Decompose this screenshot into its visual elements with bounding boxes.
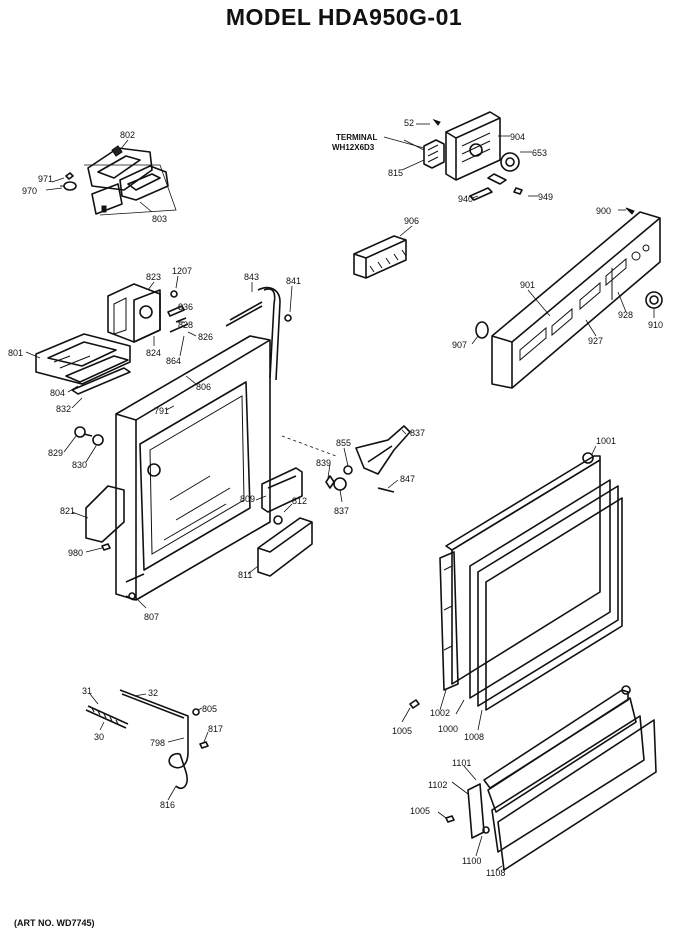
callout-52: 52 <box>404 118 414 128</box>
callout-816: 816 <box>160 800 175 810</box>
callout-1005-lower: 1005 <box>410 806 430 816</box>
callout-31: 31 <box>82 686 92 696</box>
callout-836: 836 <box>178 302 193 312</box>
callout-802: 802 <box>120 130 135 140</box>
handle-bracket-809 <box>261 467 303 525</box>
art-number: (ART NO. WD7745) <box>14 918 95 928</box>
callout-906: 906 <box>404 216 419 226</box>
terminal-block <box>423 139 445 169</box>
callout-804: 804 <box>50 388 65 398</box>
callout-791: 791 <box>154 406 169 416</box>
small-parts-826-864 <box>167 290 189 333</box>
screw-980 <box>101 543 111 551</box>
callout-927: 927 <box>588 336 603 346</box>
outer-door-panels <box>439 452 623 711</box>
callout-653: 653 <box>532 148 547 158</box>
callout-855: 855 <box>336 438 351 448</box>
callout-826: 826 <box>198 332 213 342</box>
callout-828: 828 <box>178 320 193 330</box>
terminal-note-line1: TERMINAL <box>336 133 377 142</box>
page-title: MODEL HDA950G-01 <box>225 4 463 30</box>
callout-1008: 1008 <box>464 732 484 742</box>
callout-809: 809 <box>240 494 255 504</box>
callout-815: 815 <box>388 168 403 178</box>
callout-30: 30 <box>94 732 104 742</box>
callout-970: 970 <box>22 186 37 196</box>
callout-1100: 1100 <box>462 856 481 866</box>
callout-928: 928 <box>618 310 633 320</box>
callout-803: 803 <box>152 214 167 224</box>
callout-1102: 1102 <box>428 780 447 790</box>
callout-812: 812 <box>292 496 307 506</box>
callout-806: 806 <box>196 382 211 392</box>
callout-839: 839 <box>316 458 331 468</box>
detergent-cup <box>35 333 131 395</box>
leader-lines <box>25 123 655 871</box>
callout-864: 864 <box>166 356 181 366</box>
callout-823: 823 <box>146 272 161 282</box>
callout-1000: 1000 <box>438 724 458 734</box>
callout-32: 32 <box>148 688 158 698</box>
callout-843: 843 <box>244 272 259 282</box>
callout-940: 940 <box>458 194 473 204</box>
button-907 <box>475 321 489 339</box>
link-rods <box>85 689 209 790</box>
callout-837-lower: 837 <box>334 506 349 516</box>
callout-837-upper: 837 <box>410 428 425 438</box>
callout-798: 798 <box>150 738 165 748</box>
callout-821: 821 <box>60 506 75 516</box>
handle-811 <box>257 517 313 577</box>
callout-907: 907 <box>452 340 467 350</box>
gasket-843 <box>225 286 292 381</box>
control-panel <box>491 207 661 389</box>
knob-910 <box>645 291 663 309</box>
screw-829 <box>74 426 104 446</box>
bumper-970 <box>63 181 77 191</box>
callout-971: 971 <box>38 174 53 184</box>
callout-830: 830 <box>72 460 87 470</box>
dispenser-body <box>107 283 161 343</box>
latch-assembly <box>60 145 177 216</box>
callout-901: 901 <box>520 280 535 290</box>
callout-805: 805 <box>202 704 217 714</box>
callout-817: 817 <box>208 724 223 734</box>
callout-910: 910 <box>648 320 663 330</box>
lower-panels <box>467 685 657 871</box>
callout-841: 841 <box>286 276 301 286</box>
callout-832: 832 <box>56 404 71 414</box>
switch-strip <box>353 235 407 279</box>
terminal-leader <box>383 136 425 149</box>
inner-door-panel <box>115 335 271 601</box>
callout-811: 811 <box>238 570 252 580</box>
callout-949: 949 <box>538 192 553 202</box>
timer-assembly <box>432 111 523 201</box>
side-bracket-821 <box>85 485 125 543</box>
callout-824: 824 <box>146 348 161 358</box>
screw-1005-lower <box>445 815 455 823</box>
callout-904: 904 <box>510 132 525 142</box>
callout-801: 801 <box>8 348 23 358</box>
callout-829: 829 <box>48 448 63 458</box>
screw-1005-upper <box>409 699 420 709</box>
callout-1108: 1108 <box>486 868 505 878</box>
callout-980: 980 <box>68 548 83 558</box>
callout-1001: 1001 <box>596 436 616 446</box>
callout-1207: 1207 <box>172 266 192 276</box>
callout-1002: 1002 <box>430 708 450 718</box>
callout-847: 847 <box>400 474 415 484</box>
callout-1101: 1101 <box>452 758 471 768</box>
terminal-note-line2: WH12X6D3 <box>332 143 375 152</box>
screw-971 <box>65 172 74 180</box>
callout-807: 807 <box>144 612 159 622</box>
callout-900: 900 <box>596 206 611 216</box>
callout-1005-upper: 1005 <box>392 726 412 736</box>
